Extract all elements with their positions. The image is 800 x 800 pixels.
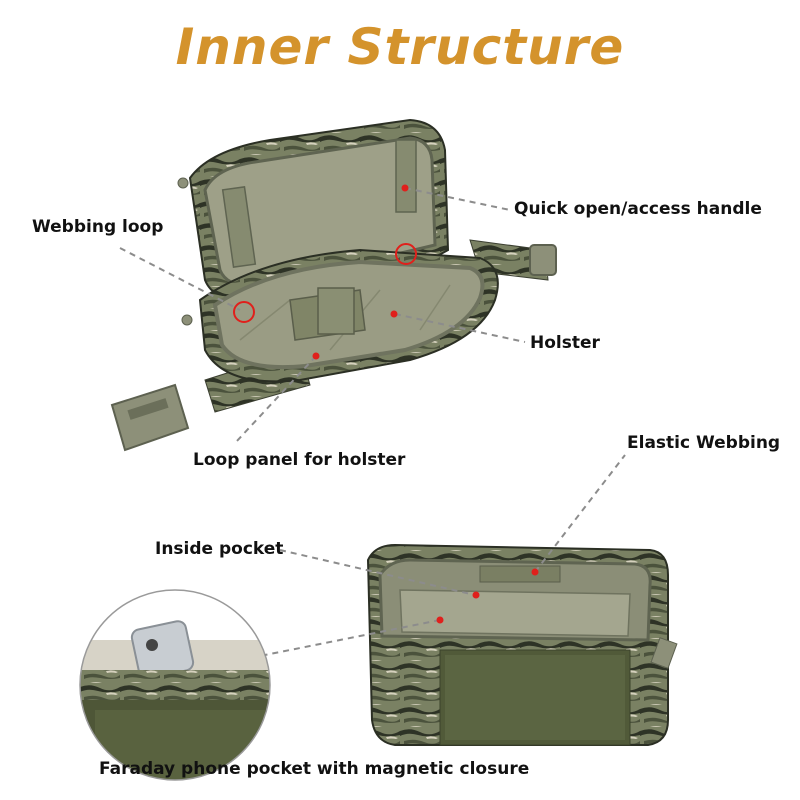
markers [233, 184, 539, 624]
leader-lines [119, 187, 626, 656]
label-faraday-pocket: Faraday phone pocket with magnetic closu… [99, 759, 530, 779]
label-elastic-webbing: Elastic Webbing [627, 433, 781, 453]
dot-marker-icon [401, 184, 409, 192]
label-quick-handle: Quick open/access handle [514, 199, 762, 219]
dot-marker-icon [436, 616, 444, 624]
dot-marker-icon [312, 352, 320, 360]
label-loop-panel: Loop panel for holster [193, 450, 406, 470]
label-holster: Holster [530, 333, 600, 353]
dot-marker-icon [390, 310, 398, 318]
label-webbing-loop: Webbing loop [32, 217, 164, 237]
dot-marker-icon [531, 568, 539, 576]
faraday-pocket-inset [79, 589, 271, 781]
open-bag-top [110, 118, 557, 452]
label-inside-pocket: Inside pocket [155, 539, 284, 559]
front-bag-bottom [366, 543, 678, 746]
page-title: Inner Structure [175, 18, 625, 76]
circle-marker-icon [395, 243, 417, 265]
circle-marker-icon [233, 301, 255, 323]
dot-marker-icon [472, 591, 480, 599]
